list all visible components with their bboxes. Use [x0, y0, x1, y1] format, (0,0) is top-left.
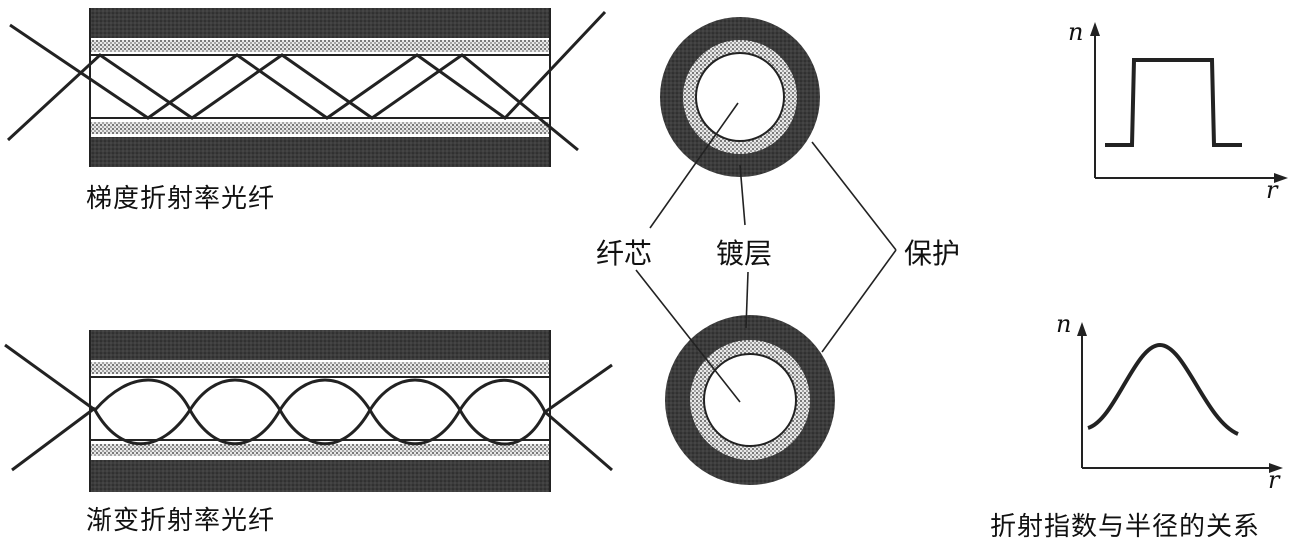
top-fiber — [6, 8, 607, 167]
graph-caption: 折射指数与半径的关系 — [990, 512, 1261, 542]
bottom-fiber-jacket-lower — [90, 460, 550, 492]
bottom-ray-entry-b — [11, 406, 96, 472]
top-ray-a — [9, 10, 607, 120]
bottom-fiber-cladding-upper — [90, 362, 550, 374]
core-label: 纤芯 — [596, 237, 653, 270]
bottom-ray-exit-b — [544, 410, 613, 472]
top-fiber-jacket-upper — [90, 8, 550, 38]
graph-top — [1090, 22, 1288, 183]
top-fiber-jacket-lower — [90, 137, 550, 167]
bottom-fiber-caption: 渐变折射率光纤 — [86, 506, 276, 536]
cross-section-bottom — [665, 315, 835, 485]
leader-lines — [635, 102, 897, 403]
bottom-fiber-cladding-lower — [90, 444, 550, 456]
protection-label: 保护 — [904, 237, 961, 270]
cross-section-top — [660, 17, 820, 177]
graph-bottom-curve — [1087, 342, 1239, 436]
cladding-label: 镀层 — [716, 237, 773, 270]
bottom-fiber — [4, 330, 613, 492]
graph-top-x-label: r — [1266, 176, 1278, 204]
graph-bottom-x-label: r — [1268, 466, 1280, 494]
top-ray-b — [6, 53, 579, 152]
top-fiber-cladding-lower — [90, 122, 550, 134]
top-fiber-cladding-upper — [90, 40, 550, 52]
graph-bottom-y-label: n — [1056, 310, 1072, 338]
bottom-ray-entry-a — [4, 343, 96, 412]
bottom-fiber-jacket-upper — [90, 330, 550, 360]
graph-top-y-label: n — [1068, 18, 1084, 46]
bottom-ray-wave-b — [93, 378, 547, 446]
top-fiber-caption: 梯度折射率光纤 — [86, 184, 276, 214]
bottom-ray-exit-a — [544, 363, 613, 414]
graph-bottom — [1077, 322, 1283, 473]
graph-top-curve — [1105, 58, 1242, 147]
bottom-ray-wave-a — [93, 378, 547, 446]
